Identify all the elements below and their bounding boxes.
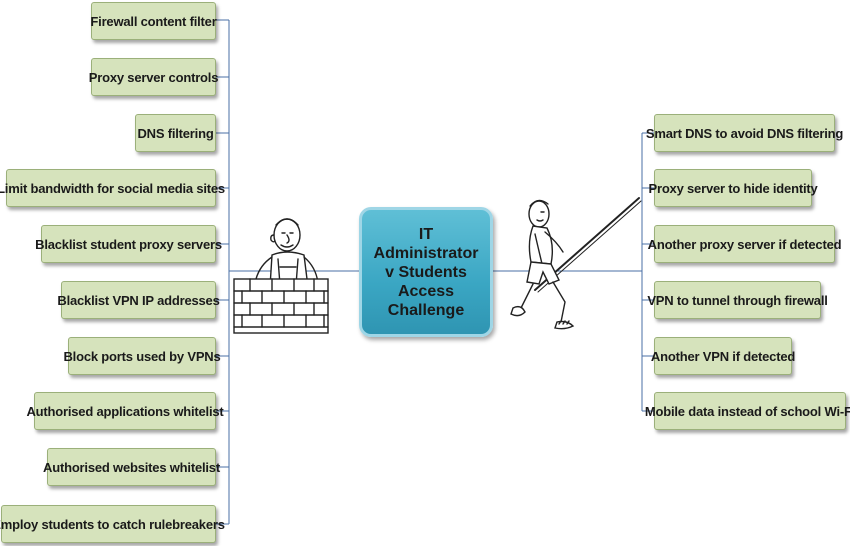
left-node-app-whitelist: Authorised applications whitelist: [26, 392, 224, 430]
center-line-4: Challenge: [387, 301, 465, 319]
left-node-limit-bandwidth: Limit bandwidth for social media sites: [0, 169, 225, 207]
center-line-3: Access: [397, 282, 455, 300]
left-node-dns-filtering: DNS filtering: [135, 114, 216, 152]
left-node-firewall-filter: Firewall content filter: [90, 2, 217, 40]
center-line-1: IT Administrator: [373, 225, 479, 262]
boy-pole-vaulter-icon: [510, 197, 642, 330]
left-node-proxy-controls: Proxy server controls: [89, 58, 218, 96]
right-node-mobile-data: Mobile data instead of school Wi-Fi: [645, 392, 850, 430]
center-topic: IT Administrator v Students Access Chall…: [359, 207, 493, 337]
left-node-employ-students: Employ students to catch rulebreakers: [0, 505, 225, 543]
right-node-smart-dns: Smart DNS to avoid DNS filtering: [646, 114, 843, 152]
left-node-blacklist-proxy: Blacklist student proxy servers: [35, 225, 222, 263]
left-node-blacklist-vpn: Blacklist VPN IP addresses: [57, 281, 220, 319]
center-line-2: v Students: [385, 263, 467, 281]
right-node-another-proxy: Another proxy server if detected: [648, 225, 842, 263]
bricklayer-icon: [233, 218, 329, 334]
right-node-another-vpn: Another VPN if detected: [651, 337, 795, 375]
right-node-proxy-identity: Proxy server to hide identity: [648, 169, 818, 207]
right-node-vpn-tunnel: VPN to tunnel through firewall: [647, 281, 828, 319]
left-node-website-whitelist: Authorised websites whitelist: [43, 448, 220, 486]
left-node-block-ports: Block ports used by VPNs: [63, 337, 221, 375]
